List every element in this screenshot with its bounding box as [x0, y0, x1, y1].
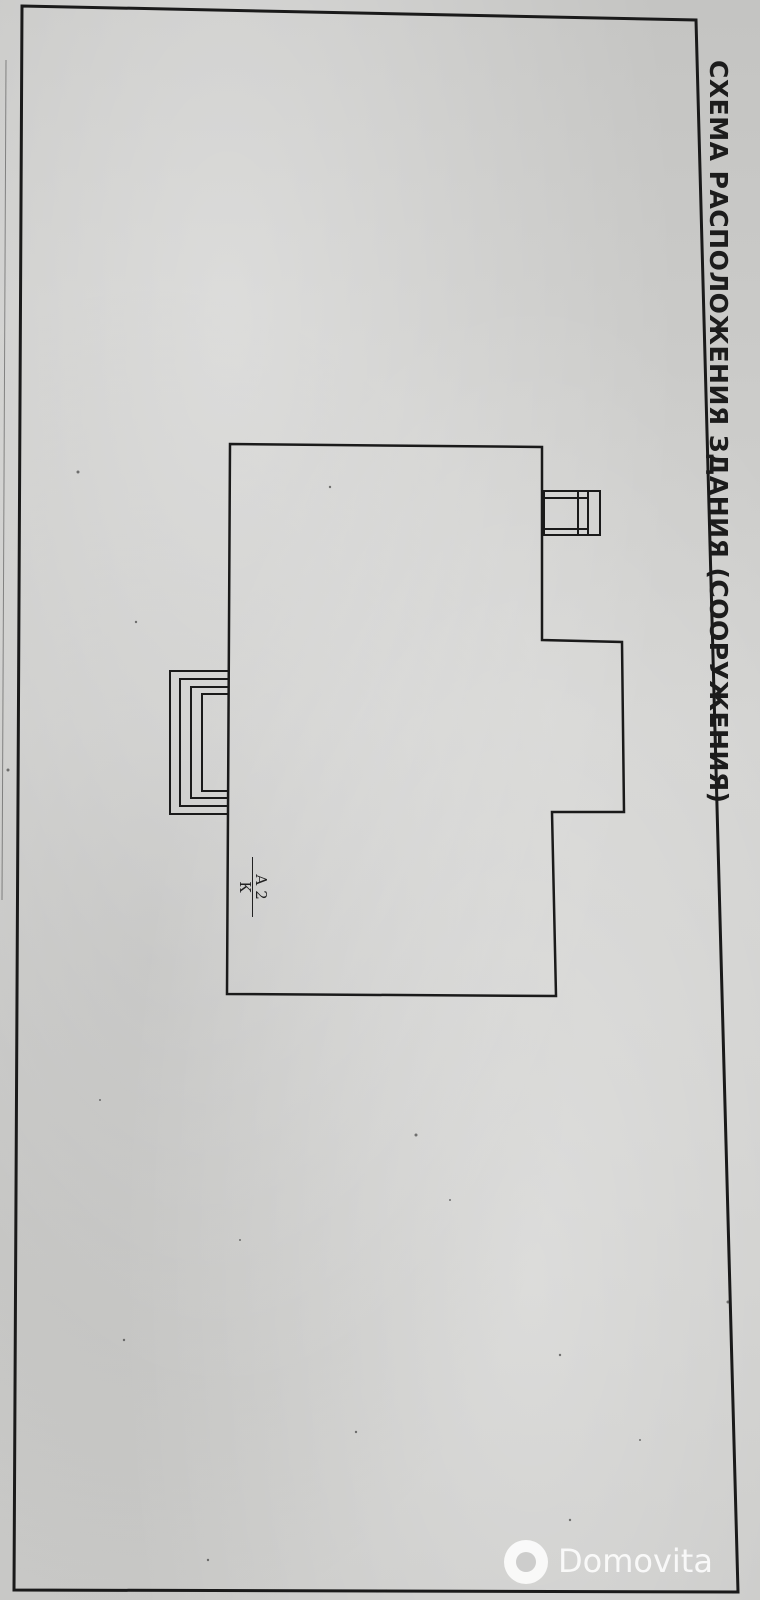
plot-boundary — [12, 4, 740, 1594]
watermark: Domovita — [504, 1538, 744, 1588]
document-title: СХЕМА РАСПОЛОЖЕНИЯ ЗДАНИЯ (СООРУЖЕНИЯ) — [704, 60, 733, 804]
lot-denominator: К — [236, 881, 254, 893]
lot-numerator: А 2 — [252, 857, 270, 917]
lot-label: А 2 К — [236, 857, 270, 917]
domovita-logo-icon — [504, 1540, 548, 1584]
rear-steps — [543, 490, 601, 536]
lot-fraction: А 2 К — [236, 857, 270, 917]
watermark-text: Domovita — [558, 1542, 713, 1580]
front-porch — [169, 670, 229, 815]
page-crease — [1, 59, 7, 901]
building-outline — [225, 442, 626, 998]
scan-specks — [6, 470, 730, 1562]
